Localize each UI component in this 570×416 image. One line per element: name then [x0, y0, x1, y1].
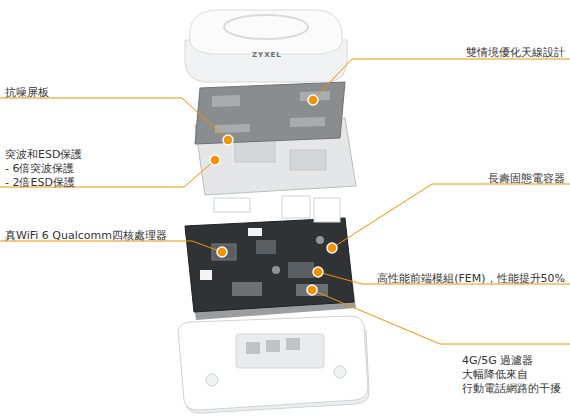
callout-dot	[307, 285, 317, 295]
capacitor	[316, 236, 324, 244]
callout-label: 行動電話網路的干擾	[462, 382, 561, 396]
port-cutout	[246, 342, 260, 354]
leader-line	[332, 184, 570, 248]
leader-line	[0, 241, 222, 252]
callout-label: - 6倍突波保護	[5, 162, 74, 176]
thermal-pad	[282, 196, 310, 218]
fem-chip	[288, 262, 314, 278]
callout-label: 大幅降低來自	[462, 368, 528, 382]
callout-label: 抗噪屏板	[5, 86, 49, 100]
top-cover	[190, 10, 343, 54]
callout-label: 高性能前端模組(FEM)，性能提升50%	[377, 272, 565, 286]
screw-post	[206, 374, 218, 386]
leader-line	[313, 59, 570, 100]
port-cutout	[266, 340, 280, 352]
label-slot: 高性能前端模組(FEM)，性能提升50%	[377, 267, 565, 286]
port-cutout	[286, 338, 300, 350]
shield-emboss	[235, 140, 275, 162]
filter-module	[232, 282, 262, 296]
callout-label: - 2倍ESD保護	[5, 176, 75, 190]
capacitor	[272, 266, 280, 274]
chip	[256, 240, 276, 254]
callout-dot	[217, 247, 227, 257]
label-slot: 長壽固態電容器	[488, 167, 565, 186]
label-slot: 雙情境優化天線設計	[466, 41, 565, 60]
pcb-board	[185, 218, 354, 312]
label-slot: 4G/5G 過濾器	[462, 349, 533, 368]
callout-dot	[223, 135, 233, 145]
label-slot: 突波和ESD保護	[5, 143, 82, 162]
housing-recess	[236, 334, 324, 368]
processor-chip	[212, 244, 236, 260]
screw-post	[334, 366, 346, 378]
callout-dot	[210, 155, 220, 165]
label-slot: ZYXEL	[252, 42, 282, 61]
antenna-board	[195, 82, 345, 144]
callout-label: 雙情境優化天線設計	[466, 46, 565, 60]
connector	[200, 270, 212, 280]
callout-label: 真WiFi 6 Qualcomm四核處理器	[5, 229, 167, 243]
callout-dot	[308, 95, 318, 105]
antenna-trace	[212, 91, 330, 133]
thermal-pad	[214, 198, 250, 212]
bottom-housing	[178, 316, 368, 410]
capacitor	[327, 243, 337, 253]
leader-line	[0, 98, 228, 140]
connector	[248, 228, 262, 236]
thermal-pad	[314, 198, 340, 222]
leader-line	[312, 290, 570, 344]
shield-emboss	[290, 150, 326, 170]
callout-dot	[313, 267, 323, 277]
callout-label: 突波和ESD保護	[5, 148, 82, 162]
callout-label: 長壽固態電容器	[488, 172, 565, 186]
label-slot: 抗噪屏板	[5, 81, 49, 100]
callout-label: 4G/5G 過濾器	[462, 354, 533, 368]
brand-logo: ZYXEL	[252, 51, 282, 60]
label-slot: 真WiFi 6 Qualcomm四核處理器	[5, 224, 167, 243]
callout-dot	[327, 243, 337, 253]
cover-ring	[224, 15, 308, 39]
